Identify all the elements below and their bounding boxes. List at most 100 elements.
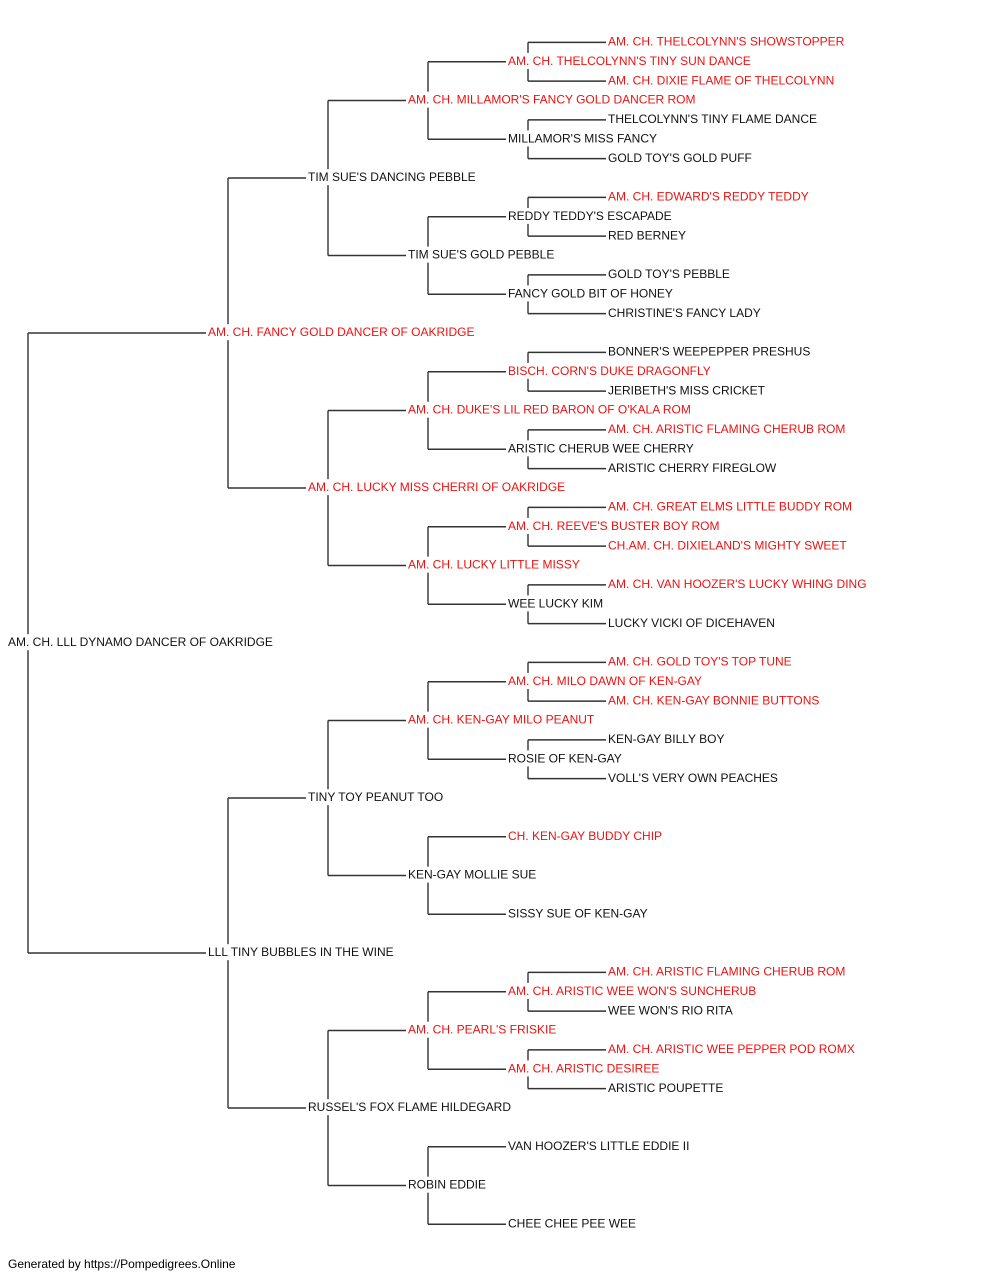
dog-name-sire-sire-sire-sire: AM. CH. THELCOLYNN'S TINY SUN DANCE bbox=[508, 54, 751, 68]
label-backing bbox=[607, 188, 810, 205]
label-backing bbox=[407, 1021, 558, 1038]
label-backing bbox=[307, 169, 477, 186]
label-backing bbox=[407, 866, 538, 883]
dog-name-sire-sire-dam-sire-sire: AM. CH. EDWARD'S REDDY TEDDY bbox=[608, 190, 809, 204]
dog-name-sire-dam-dam-sire-sire: AM. CH. GREAT ELMS LITTLE BUDDY ROM bbox=[608, 500, 852, 514]
footer-credit: Generated by https://Pompedigrees.Online bbox=[8, 1257, 236, 1271]
label-backing bbox=[507, 1060, 661, 1077]
dog-name-dam-dam-sire-dam-dam: ARISTIC POUPETTE bbox=[608, 1081, 723, 1095]
label-backing bbox=[407, 401, 692, 418]
dog-name-dam-dam-sire-sire-dam: WEE WON'S RIO RITA bbox=[608, 1003, 733, 1017]
label-backing bbox=[307, 789, 445, 806]
label-backing bbox=[307, 1099, 513, 1116]
dog-name-sire-dam-sire-dam-dam: ARISTIC CHERRY FIREGLOW bbox=[608, 461, 777, 475]
dog-name-dam-dam-sire-dam-sire: AM. CH. ARISTIC WEE PEPPER POD ROMX bbox=[608, 1042, 855, 1056]
dog-name-sire-dam-dam: AM. CH. LUCKY LITTLE MISSY bbox=[408, 558, 580, 572]
dog-name-dam-sire-sire-dam-dam: VOLL'S VERY OWN PEACHES bbox=[608, 771, 778, 785]
dog-name-sire-sire-sire: AM. CH. MILLAMOR'S FANCY GOLD DANCER ROM bbox=[408, 93, 695, 107]
label-backing bbox=[407, 91, 697, 108]
label-backing bbox=[507, 827, 664, 844]
label-backing bbox=[607, 614, 776, 631]
label-backing bbox=[507, 672, 704, 689]
label-backing bbox=[607, 769, 779, 786]
dog-name-dam-sire-sire-dam: ROSIE OF KEN-GAY bbox=[508, 751, 622, 765]
dog-name-dam-dam-dam-sire: VAN HOOZER'S LITTLE EDDIE II bbox=[508, 1139, 689, 1153]
dog-name-sire-sire-dam-dam-dam: CHRISTINE'S FANCY LADY bbox=[608, 306, 761, 320]
label-backing bbox=[507, 1137, 691, 1154]
label-backing bbox=[507, 905, 649, 922]
dog-name-sire-dam-dam-sire-dam: CH.AM. CH. DIXIELAND'S MIGHTY SWEET bbox=[608, 538, 847, 552]
dog-name-sire-sire-sire-dam: MILLAMOR'S MISS FANCY bbox=[508, 131, 657, 145]
dog-name-sire-dam-sire: AM. CH. DUKE'S LIL RED BARON OF O'KALA R… bbox=[408, 403, 691, 417]
label-backing bbox=[607, 498, 854, 515]
dog-name-sire-dam-dam-dam-sire: AM. CH. VAN HOOZER'S LUCKY WHING DING bbox=[608, 577, 867, 591]
label-backing bbox=[607, 33, 846, 50]
label-backing bbox=[607, 731, 726, 748]
dog-name-sire-dam-dam-dam: WEE LUCKY KIM bbox=[508, 596, 603, 610]
dog-name-dam-sire-sire-dam-sire: KEN-GAY BILLY BOY bbox=[608, 732, 725, 746]
dog-name-dam-sire-sire: AM. CH. KEN-GAY MILO PEANUT bbox=[408, 713, 595, 727]
label-backing bbox=[407, 246, 556, 263]
label-backing bbox=[507, 130, 658, 147]
dog-name-dam-sire: TINY TOY PEANUT TOO bbox=[308, 790, 443, 804]
label-backing bbox=[207, 324, 476, 341]
dog-name-sire-sire: TIM SUE'S DANCING PEBBLE bbox=[308, 170, 476, 184]
label-backing bbox=[507, 362, 712, 379]
label-backing bbox=[607, 111, 819, 128]
label-backing bbox=[607, 459, 778, 476]
label-backing bbox=[507, 207, 673, 224]
dog-name-dam-dam-sire-dam: AM. CH. ARISTIC DESIREE bbox=[508, 1061, 659, 1075]
label-backing bbox=[507, 517, 721, 534]
dog-name-dam-sire-dam-sire: CH. KEN-GAY BUDDY CHIP bbox=[508, 829, 662, 843]
label-backing bbox=[507, 982, 758, 999]
label-backing bbox=[607, 227, 688, 244]
label-backing bbox=[307, 479, 567, 496]
label-backing bbox=[207, 944, 395, 961]
dog-name-dam-sire-sire-sire-dam: AM. CH. KEN-GAY BONNIE BUTTONS bbox=[608, 693, 819, 707]
dog-name-dam-sire-dam: KEN-GAY MOLLIE SUE bbox=[408, 868, 536, 882]
dog-name-sire-sire-dam: TIM SUE'S GOLD PEBBLE bbox=[408, 248, 554, 262]
label-backing bbox=[507, 52, 752, 69]
dog-name-dam-sire-sire-sire: AM. CH. MILO DAWN OF KEN-GAY bbox=[508, 674, 702, 688]
label-backing bbox=[607, 421, 847, 438]
label-backing bbox=[607, 1079, 725, 1096]
label-backing bbox=[607, 692, 821, 709]
label-backing bbox=[607, 653, 793, 670]
dog-name-sire-dam-dam-sire: AM. CH. REEVE'S BUSTER BOY ROM bbox=[508, 519, 719, 533]
dog-name-sire-sire-sire-sire-dam: AM. CH. DIXIE FLAME OF THELCOLYNN bbox=[608, 73, 834, 87]
dog-name-sire-dam-sire-dam: ARISTIC CHERUB WEE CHERRY bbox=[508, 441, 694, 455]
dog-name-dam-sire-sire-sire-sire: AM. CH. GOLD TOY'S TOP TUNE bbox=[608, 655, 792, 669]
label-backing bbox=[7, 634, 274, 651]
dog-name-sire-sire-dam-sire: REDDY TEDDY'S ESCAPADE bbox=[508, 209, 672, 223]
dog-name-sire-sire-dam-sire-dam: RED BERNEY bbox=[608, 228, 686, 242]
label-backing bbox=[607, 304, 762, 321]
label-backing bbox=[407, 556, 581, 573]
label-backing bbox=[507, 440, 695, 457]
dog-name-dam-dam: RUSSEL'S FOX FLAME HILDEGARD bbox=[308, 1100, 511, 1114]
label-backing bbox=[407, 1176, 488, 1193]
label-backing bbox=[507, 285, 674, 302]
dog-name-sire-dam-sire-sire-sire: BONNER'S WEEPEPPER PRESHUS bbox=[608, 345, 810, 359]
dog-name-dam-dam-dam-dam: CHEE CHEE PEE WEE bbox=[508, 1216, 636, 1230]
dog-name-sire-sire-sire-dam-sire: THELCOLYNN'S TINY FLAME DANCE bbox=[608, 112, 817, 126]
label-backing bbox=[607, 149, 753, 166]
label-backing bbox=[607, 963, 847, 980]
dog-name-dam-dam-sire-sire-sire: AM. CH. ARISTIC FLAMING CHERUB ROM bbox=[608, 965, 845, 979]
dog-name-sire-sire-dam-dam-sire: GOLD TOY'S PEBBLE bbox=[608, 267, 730, 281]
label-backing bbox=[507, 595, 605, 612]
dog-name-sire-dam-sire-sire: BISCH. CORN'S DUKE DRAGONFLY bbox=[508, 364, 711, 378]
dog-name-dam-dam-dam: ROBIN EDDIE bbox=[408, 1178, 486, 1192]
label-backing bbox=[607, 1041, 856, 1058]
label-backing bbox=[607, 382, 767, 399]
label-backing bbox=[607, 576, 868, 593]
dog-name-sire-dam-sire-sire-dam: JERIBETH'S MISS CRICKET bbox=[608, 383, 766, 397]
label-backing bbox=[607, 537, 849, 554]
dog-name-dam-sire-dam-dam: SISSY SUE OF KEN-GAY bbox=[508, 906, 648, 920]
dog-name-dam-dam-sire-sire: AM. CH. ARISTIC WEE WON'S SUNCHERUB bbox=[508, 984, 756, 998]
dog-name-sire-dam: AM. CH. LUCKY MISS CHERRI OF OAKRIDGE bbox=[308, 480, 565, 494]
dog-name-sire-sire-dam-dam: FANCY GOLD BIT OF HONEY bbox=[508, 286, 673, 300]
label-backing bbox=[507, 1215, 638, 1232]
label-backing bbox=[407, 711, 596, 728]
label-backing bbox=[607, 72, 836, 89]
